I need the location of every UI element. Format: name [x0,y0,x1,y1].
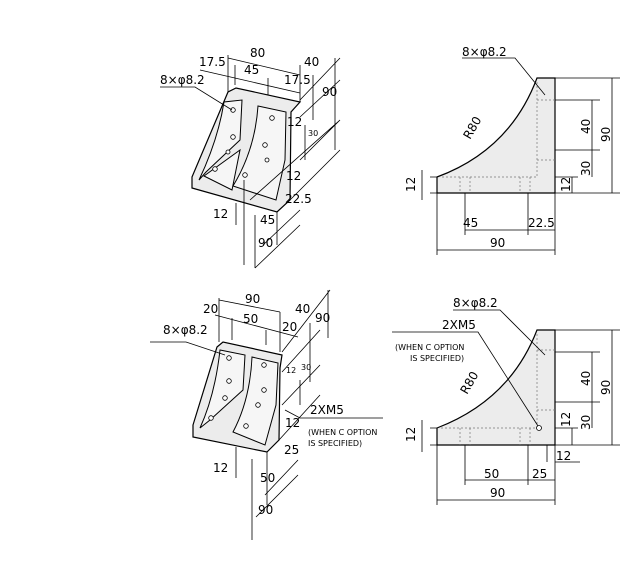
dim-label: 25 [284,443,299,457]
option-note: IS SPECIFIED) [308,439,362,448]
dim-label: 90 [490,486,505,500]
dim-label: 12 [559,177,573,192]
dim-label: 50 [243,312,258,326]
dim-label: 12 [556,449,571,463]
holes-callout: 8×φ8.2 [163,323,208,337]
option-note: (WHEN C OPTION [395,343,464,352]
tap-callout: 2XM5 [442,318,476,332]
dim-label: 22.5 [528,216,555,230]
dim-label: 45 [244,63,259,77]
dim-label: 12 [404,177,418,192]
holes-callout: 8×φ8.2 [453,296,498,310]
dim-label: 40 [579,371,593,386]
dim-label: 12 [286,169,301,183]
bracket-b-isometric: 20 90 50 20 40 90 8×φ8.2 12 30 2XM5 (WHE… [150,289,383,540]
dim-label: 12 [559,412,573,427]
tap-callout: 2XM5 [310,403,344,417]
dim-label: 12 [213,461,228,475]
holes-callout: 8×φ8.2 [160,73,205,87]
bracket-a-side-view: 8×φ8.2 R80 40 90 30 12 12 45 22.5 90 [404,45,620,255]
option-note: (WHEN C OPTION [308,428,377,437]
dim-label: 12 [287,115,302,129]
dim-label: 90 [315,311,330,325]
dim-label: 90 [599,127,613,142]
dim-label: 22.5 [285,192,312,206]
dim-label: 90 [245,292,260,306]
dim-label: 30 [579,415,593,430]
dim-label: 12 [404,427,418,442]
dim-label: 90 [322,85,337,99]
dim-label: 90 [490,236,505,250]
radius-label: R80 [460,114,484,141]
bracket-b-side-view: 8×φ8.2 2XM5 (WHEN C OPTION IS SPECIFIED)… [392,296,620,505]
dim-label: 90 [258,236,273,250]
dim-label: 20 [203,302,218,316]
dim-label: 90 [258,503,273,517]
dim-label: 90 [599,380,613,395]
holes-callout: 8×φ8.2 [462,45,507,59]
dim-label: 17.5 [199,55,226,69]
dim-label: 45 [463,216,478,230]
dim-label: 25 [532,467,547,481]
dim-label: 30 [308,129,318,138]
dim-label: 50 [260,471,275,485]
dim-label: 12 [286,366,296,375]
dim-label: 17.5 [284,73,311,87]
dim-label: 50 [484,467,499,481]
radius-label: R80 [457,369,481,396]
dim-label: 40 [304,55,319,69]
option-note: IS SPECIFIED) [410,354,464,363]
dim-label: 80 [250,46,265,60]
dim-label: 30 [579,161,593,176]
dim-label: 45 [260,213,275,227]
dim-label: 40 [295,302,310,316]
dim-label: 20 [282,320,297,334]
dim-label: 12 [285,416,300,430]
bracket-a-isometric: 17.5 80 45 17.5 40 90 8×φ8.2 12 30 12 22… [160,46,341,269]
dim-label: 12 [213,207,228,221]
dim-label: 40 [579,119,593,134]
dim-label: 30 [301,363,311,372]
